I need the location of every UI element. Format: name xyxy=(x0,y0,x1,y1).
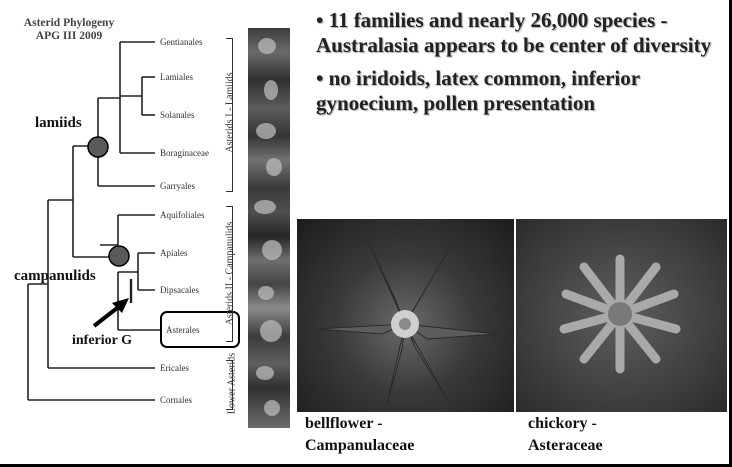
chickory-caption-line1: chickory - xyxy=(528,413,603,435)
taxon-label: Boraginaceae xyxy=(160,148,209,158)
flower-thumbnail-strip xyxy=(248,28,290,428)
taxon-label: Gentianales xyxy=(160,37,202,47)
taxon-label: Lamiales xyxy=(160,72,193,82)
campanulids-node-marker xyxy=(105,242,133,270)
lamiids-node-marker xyxy=(84,133,112,161)
bullet-item: • 11 families and nearly 26,000 species … xyxy=(316,8,726,58)
bellflower-caption-line2: Campanulaceae xyxy=(305,435,414,457)
bullet-list: • 11 families and nearly 26,000 species … xyxy=(316,8,726,124)
chickory-image xyxy=(516,219,727,412)
taxon-label: Solanales xyxy=(160,110,195,120)
bellflower-caption-line1: bellflower - xyxy=(305,413,414,435)
lower-asterids-group-label: Lower Asterids xyxy=(227,349,238,419)
chickory-caption-line2: Asteraceae xyxy=(528,435,603,457)
taxon-label: Apiales xyxy=(160,248,188,258)
campanulids-group-label: Asterids II - Campanulids xyxy=(225,216,236,332)
bellflower-photo xyxy=(297,219,514,412)
bellflower-image xyxy=(297,219,514,412)
taxon-label: Garryales xyxy=(160,181,195,191)
chickory-photo xyxy=(516,219,727,412)
taxon-label: Dipsacales xyxy=(160,285,199,295)
lamiids-label: lamiids xyxy=(35,115,82,132)
bellflower-caption: bellflower - Campanulaceae xyxy=(305,413,414,457)
chickory-caption: chickory - Asteraceae xyxy=(528,413,603,457)
taxon-label: Ericales xyxy=(160,363,189,373)
taxon-label: Cornales xyxy=(160,395,192,405)
taxon-label: Aquifoliales xyxy=(160,210,205,220)
lamiids-group-label: Asterids I - Lamiids xyxy=(225,63,236,163)
campanulids-label: campanulids xyxy=(14,268,96,285)
bullet-item: • no iridoids, latex common, inferior gy… xyxy=(316,66,726,116)
inferior-g-label: inferior G xyxy=(72,333,132,349)
